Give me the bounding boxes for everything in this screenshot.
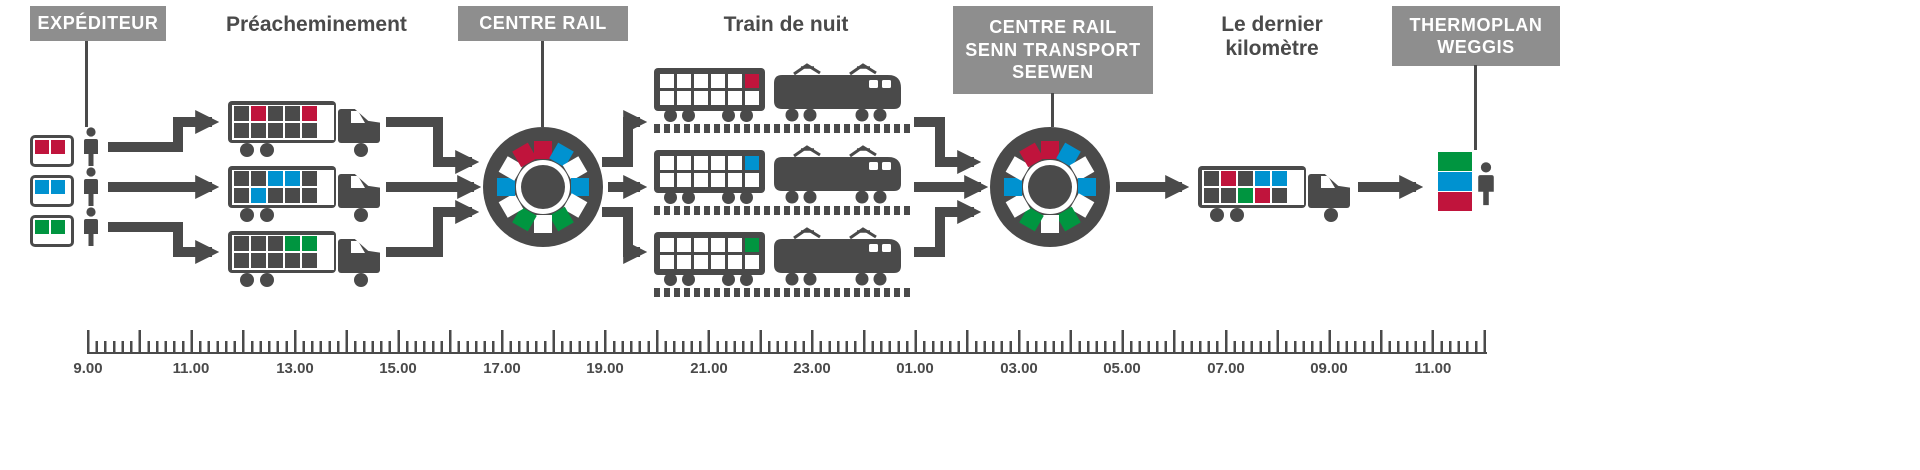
arrow — [602, 207, 648, 265]
connector-centre-rail — [541, 41, 544, 127]
timeline-baseline — [87, 351, 1487, 354]
timeline-label: 11.00 — [1414, 360, 1452, 377]
timeline-label: 09.00 — [1310, 360, 1348, 377]
timeline-label: 11.00 — [172, 360, 210, 377]
locomotive-icon — [774, 63, 901, 122]
stage-title-train-de-nuit: Train de nuit — [723, 13, 849, 36]
truck-cab — [1308, 174, 1350, 208]
centre-rail-hub-icon — [483, 127, 603, 247]
person-icon — [1478, 162, 1494, 206]
arrow — [386, 199, 480, 257]
stage-box-expediteur: EXPÉDITEUR — [30, 6, 166, 41]
arrow — [602, 109, 648, 167]
person-icon — [84, 167, 98, 206]
truck-blue-icon — [228, 166, 380, 222]
rail-track — [654, 288, 910, 297]
stage-title-preacheminement: Préacheminement — [226, 13, 407, 36]
truck-cargo — [228, 231, 336, 273]
truck-mixed-icon — [1198, 166, 1350, 222]
arrow — [108, 222, 220, 265]
truck-cab — [338, 174, 380, 208]
timeline-label: 9.00 — [73, 360, 103, 377]
truck-green-icon — [228, 231, 380, 287]
package-blue-icon — [30, 175, 74, 207]
wagon-green-icon — [654, 232, 765, 288]
wagon-red-icon — [654, 68, 765, 124]
wagon-blue-icon — [654, 150, 765, 206]
centre-rail-senn-hub-icon — [990, 127, 1110, 247]
locomotive-icon — [774, 227, 901, 286]
timeline-ruler — [87, 330, 1487, 354]
timeline-label: 19.00 — [586, 360, 624, 377]
minute-ticks — [87, 341, 1487, 354]
connector-senn — [1051, 93, 1054, 127]
timeline-label: 17.00 — [483, 360, 521, 377]
locomotive-icon — [774, 145, 901, 204]
timeline-label: 21.00 — [690, 360, 728, 377]
rail-track — [654, 206, 910, 215]
rail-track — [654, 124, 910, 133]
truck-cargo — [228, 166, 336, 208]
stage-box-thermoplan: THERMOPLAN WEGGIS — [1392, 6, 1560, 66]
timeline-label: 13.00 — [276, 360, 314, 377]
arrow — [914, 117, 982, 175]
connector-thermoplan — [1474, 65, 1477, 150]
stage-title-dernier-kilometre: Le dernier kilomètre — [1221, 13, 1323, 60]
person-icon — [84, 207, 98, 246]
delivered-packages-icon — [1438, 152, 1472, 212]
timeline-label: 07.00 — [1207, 360, 1245, 377]
truck-cab — [338, 239, 380, 273]
truck-red-icon — [228, 101, 380, 157]
package-red-icon — [30, 135, 74, 167]
package-green-icon — [30, 215, 74, 247]
truck-cargo — [1198, 166, 1306, 208]
timeline-label: 03.00 — [1000, 360, 1038, 377]
stage-box-centre-rail-senn: CENTRE RAIL SENN TRANSPORT SEEWEN — [953, 6, 1153, 94]
connector-expediteur — [85, 41, 88, 127]
arrow — [386, 117, 480, 175]
timeline-label: 15.00 — [379, 360, 417, 377]
truck-cab — [338, 109, 380, 143]
person-icon — [84, 127, 98, 166]
timeline-label: 01.00 — [896, 360, 934, 377]
timeline-label: 23.00 — [793, 360, 831, 377]
stage-box-centre-rail: CENTRE RAIL — [458, 6, 628, 41]
timeline-label: 05.00 — [1103, 360, 1141, 377]
truck-cargo — [228, 101, 336, 143]
arrow — [108, 109, 220, 152]
arrow — [914, 199, 982, 257]
